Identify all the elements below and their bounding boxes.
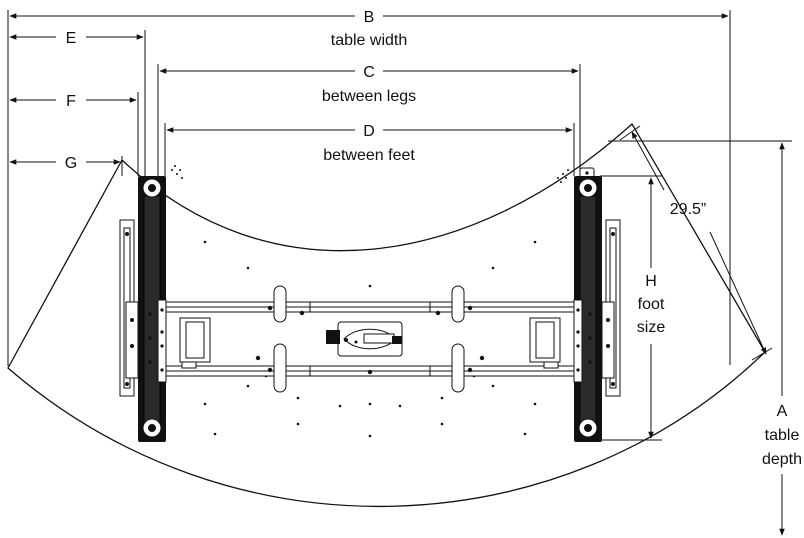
label-H: H bbox=[645, 273, 657, 290]
caption-table-width: table width bbox=[331, 32, 408, 49]
left-leg bbox=[119, 176, 167, 442]
caption-depth: depth bbox=[762, 451, 802, 468]
control-box bbox=[326, 321, 403, 357]
extension-lines bbox=[7, 10, 792, 441]
right-leg bbox=[573, 167, 621, 442]
dimension-lines bbox=[9, 13, 785, 536]
caption-between-legs: between legs bbox=[322, 88, 416, 105]
caption-size: size bbox=[637, 319, 666, 336]
label-G: G bbox=[65, 155, 77, 172]
label-C: C bbox=[363, 64, 375, 81]
label-A: A bbox=[777, 403, 788, 420]
caption-between-feet: between feet bbox=[323, 147, 415, 164]
tabletop-outline bbox=[7, 122, 766, 508]
mounting-holes bbox=[171, 165, 569, 438]
caption-table: table bbox=[765, 427, 800, 444]
label-E: E bbox=[66, 30, 77, 47]
label-B: B bbox=[364, 9, 375, 26]
label-angle-value: 29.5” bbox=[670, 201, 706, 218]
caption-foot: foot bbox=[638, 296, 665, 313]
label-F: F bbox=[66, 93, 76, 110]
dimension-labels: B table width E C between legs F D betwe… bbox=[65, 9, 802, 468]
label-D: D bbox=[363, 123, 375, 140]
cross-rails bbox=[164, 285, 576, 393]
